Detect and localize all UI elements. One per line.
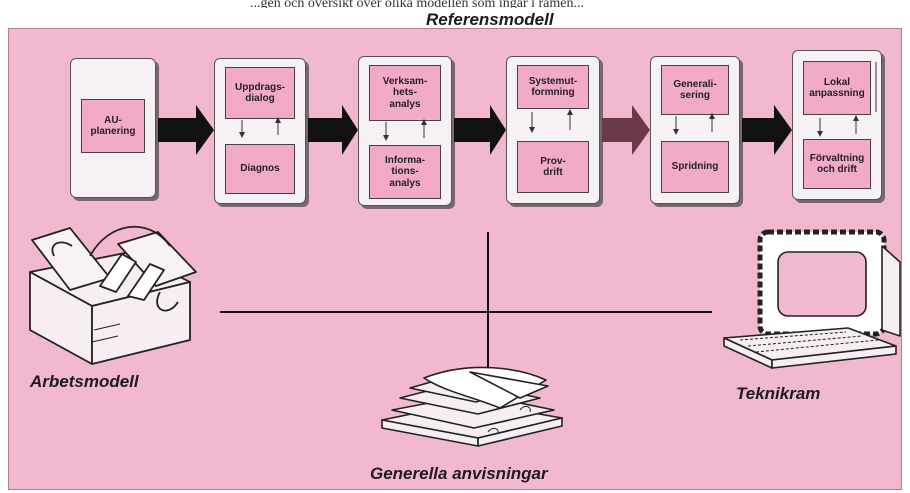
stage-6-upper-label: Lokal anpassning [809,76,865,100]
stage-card-1: AU- planering [70,58,156,198]
stage-2-upper-label: Uppdrags- dialog [235,81,285,105]
stage-4-lower-box: Prov- drift [517,141,589,193]
stage-6-lower-label: Förvaltning och drift [809,152,865,176]
stage-3-lower-box: Informa- tions- analys [369,145,441,199]
teknikram-label: Teknikram [736,384,821,403]
stage-6-lower-box: Förvaltning och drift [803,139,871,189]
stage-6-upper-box: Lokal anpassning [803,61,871,115]
stage-1-upper-label: AU- planering [90,114,136,138]
referensmodell-label: Referensmodell [426,10,554,29]
flow-arrow-2 [308,105,358,155]
stage-2-upper-box: Uppdrags- dialog [225,67,295,119]
stage-5-upper-label: Generali- sering [673,78,717,102]
toolbox-icon [29,225,197,365]
flow-arrows [158,105,792,155]
stage-card-2: Uppdrags- dialog Diagnos [214,58,306,204]
arbetsmodell-label: Arbetsmodell [30,372,139,391]
flow-arrow-3 [454,105,506,155]
stage-3-upper-box: Verksam- hets- analys [369,65,441,121]
stage-card-6: Lokal anpassning Förvaltning och drift [792,50,882,200]
stage-4-upper-box: Systemut- formning [517,65,589,109]
stage-4-upper-label: Systemut- formning [528,75,578,99]
generella-anvisningar-label: Generella anvisningar [370,464,548,483]
stage-card-4: Systemut- formning Prov- drift [506,56,600,204]
feedback-arrows [239,62,877,141]
stage-2-lower-box: Diagnos [225,144,295,194]
stage-1-upper-box: AU- planering [81,99,145,153]
stage-5-lower-box: Spridning [661,141,729,193]
top-caption: ...gen och översikt over olika modellen … [250,0,584,8]
stage-2-lower-label: Diagnos [240,163,280,175]
stage-card-5: Generali- sering Spridning [650,56,740,204]
stage-card-3: Verksam- hets- analys Informa- tions- an… [358,56,452,206]
stage-3-upper-label: Verksam- hets- analys [382,75,428,110]
stage-5-upper-box: Generali- sering [661,65,729,115]
framed-computer-icon [723,229,901,369]
stage-4-lower-label: Prov- drift [540,155,566,179]
paper-stack-icon [381,366,563,447]
stage-5-lower-label: Spridning [671,161,719,173]
flow-arrow-5 [742,105,792,155]
stage-3-lower-label: Informa- tions- analys [385,154,425,189]
flow-arrow-4 [602,105,650,155]
flow-arrow-1 [158,105,214,155]
